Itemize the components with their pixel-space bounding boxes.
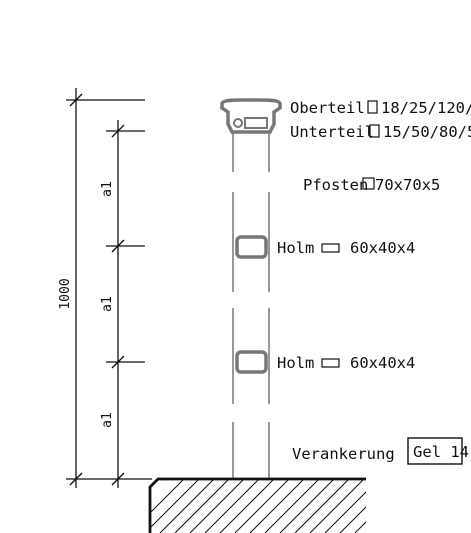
square-tube-icon [362, 177, 375, 190]
anchor-reference-text: Gel 14 [413, 443, 469, 461]
segment-dimension: a1 a1 a1 [66, 120, 152, 488]
oberteil-label: Oberteil [290, 99, 365, 117]
unterteil-spec: 15/50/80/5 [383, 123, 471, 141]
profile-c-icon [369, 124, 380, 138]
label-oberteil: Oberteil 18/25/120/2 [290, 99, 471, 117]
rect-tube-icon [321, 358, 340, 368]
profile-c-icon [367, 100, 378, 114]
anchor-reference-box [407, 437, 463, 465]
dimension-a1-2: a1 [100, 296, 115, 312]
holm-bottom-spec: 60x40x4 [350, 354, 415, 372]
overall-dimension: 1000 [58, 88, 145, 488]
unterteil-label: Unterteil [290, 123, 374, 141]
ground-section [148, 477, 366, 533]
holm-profile-top [235, 235, 268, 259]
holm-top-spec: 60x40x4 [350, 239, 415, 257]
rect-tube-icon [321, 243, 340, 253]
label-pfosten: Pfosten 70x70x5 [303, 176, 440, 194]
verankerung-label: Verankerung [292, 445, 395, 463]
oberteil-spec: 18/25/120/2 [381, 99, 471, 117]
pfosten-spec: 70x70x5 [375, 176, 440, 194]
holm-top-label: Holm [277, 239, 314, 257]
dimension-a1-1: a1 [100, 181, 115, 197]
post-outline [232, 132, 270, 479]
holm-profile-bottom [235, 350, 268, 374]
holm-bottom-label: Holm [277, 354, 314, 372]
dimension-a1-3: a1 [100, 412, 115, 428]
dimension-1000: 1000 [58, 278, 73, 309]
label-verankerung: Verankerung Gel 14 [292, 437, 469, 465]
pfosten-label: Pfosten [303, 176, 368, 194]
label-holm-bottom: Holm 60x40x4 [277, 354, 415, 372]
label-unterteil: Unterteil 15/50/80/5 [290, 123, 471, 141]
handrail-profile [220, 98, 282, 134]
label-holm-top: Holm 60x40x4 [277, 239, 415, 257]
